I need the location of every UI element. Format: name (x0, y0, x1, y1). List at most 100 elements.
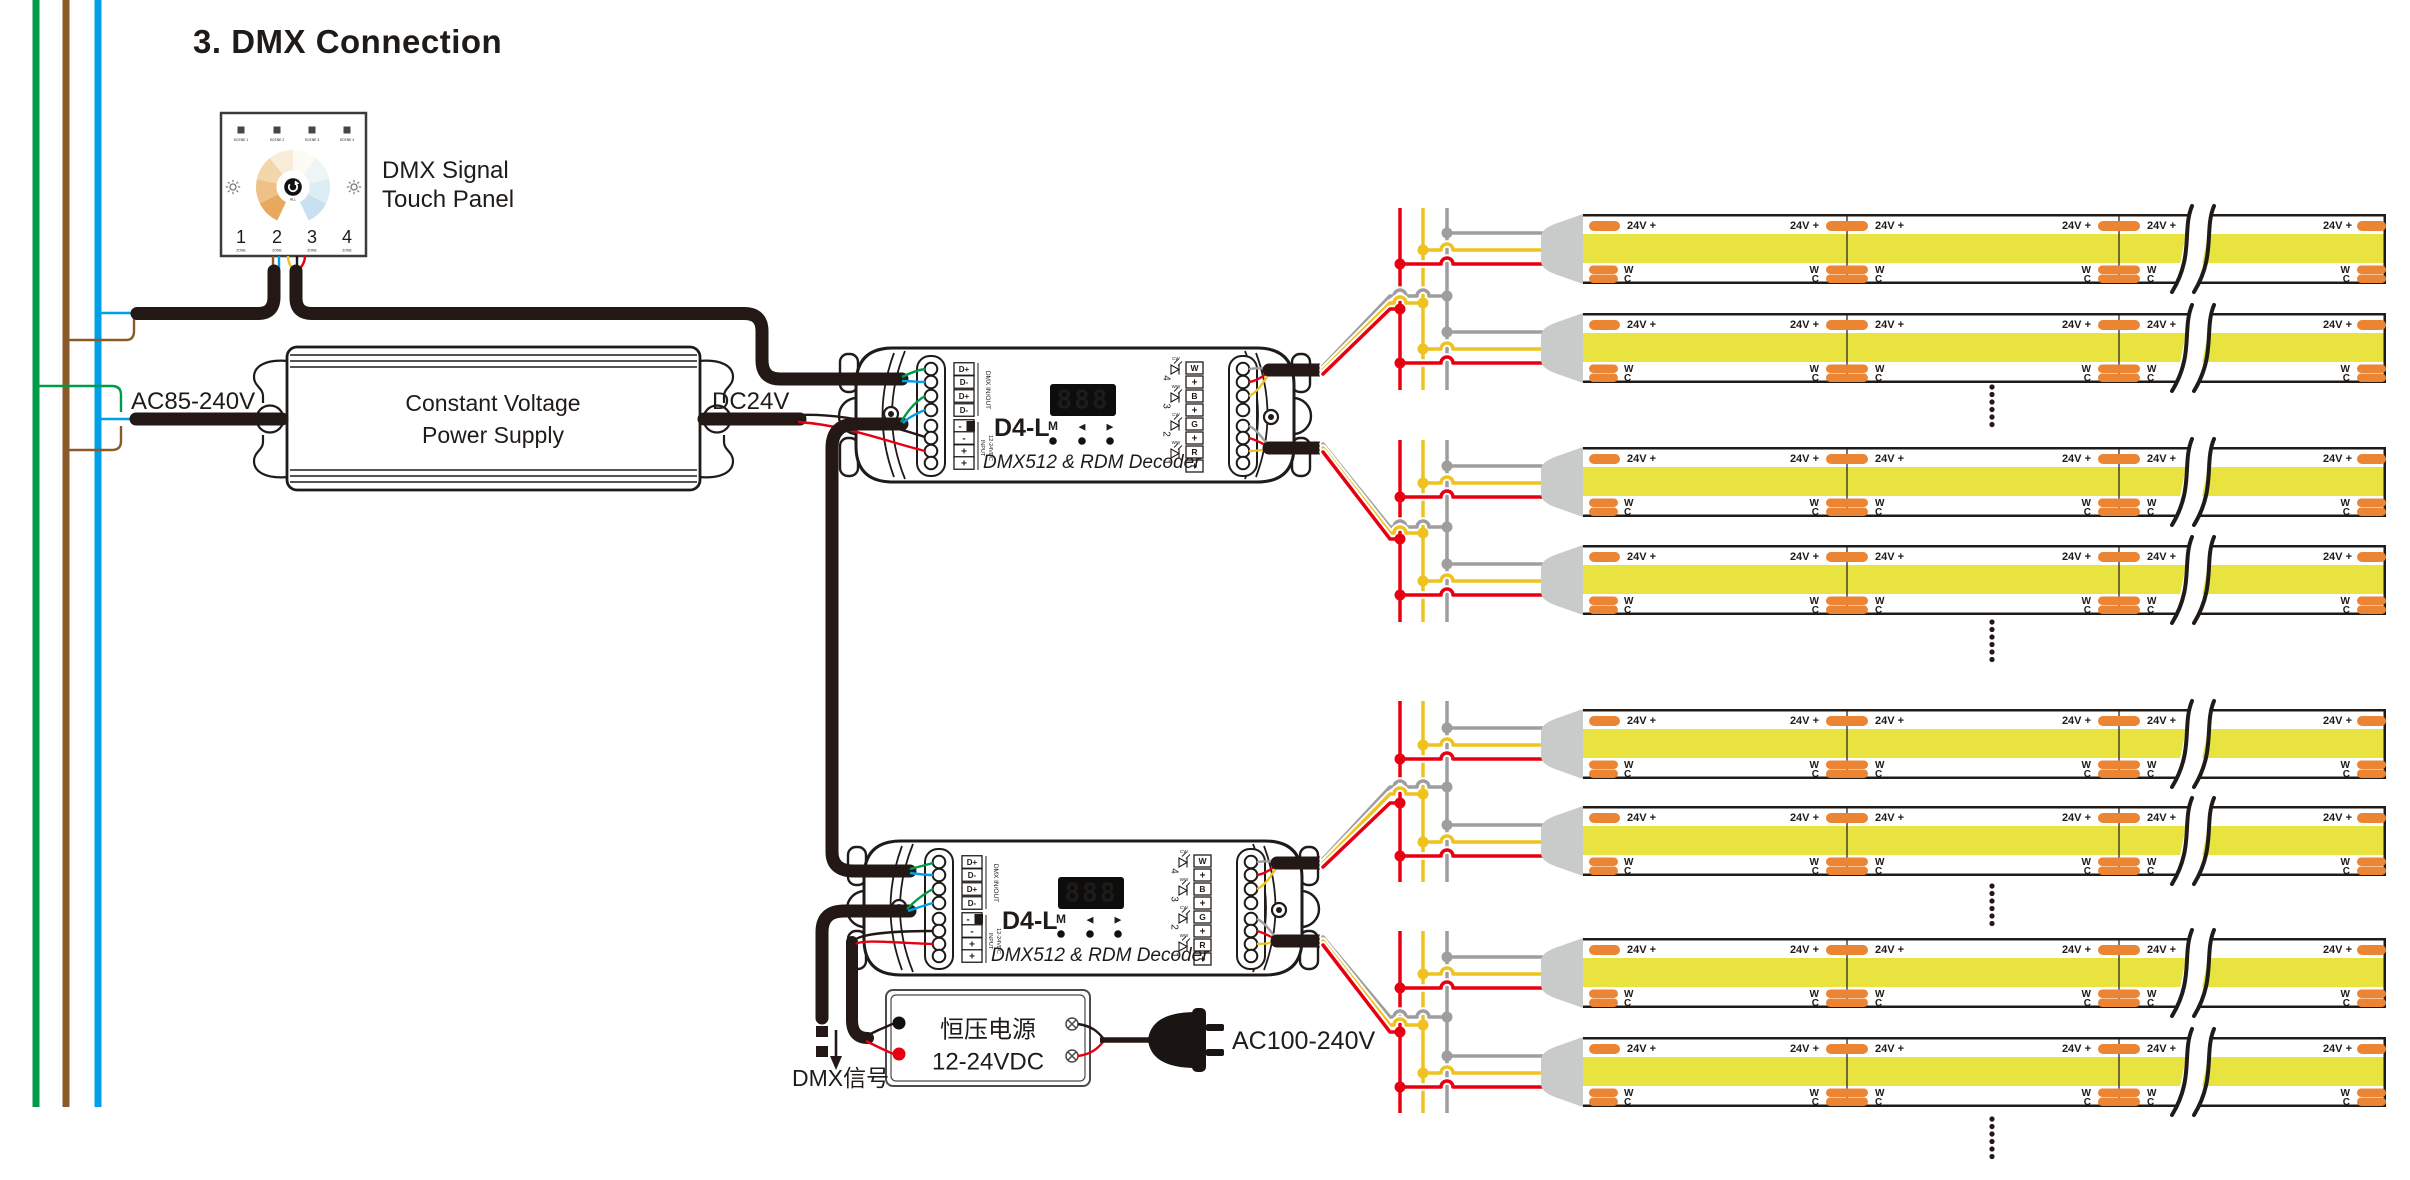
solder-pad (2357, 989, 2386, 998)
dmx-out-cable (815, 904, 917, 1025)
svg-text:24V +: 24V + (2062, 1043, 2091, 1055)
solder-pad (1826, 454, 1868, 464)
solder-pad (1589, 769, 1618, 778)
junction-dot (1417, 968, 1429, 980)
svg-text:C: C (2147, 373, 2154, 384)
svg-text:24V +: 24V + (1627, 319, 1656, 331)
svg-text:C: C (1812, 507, 1819, 518)
junction-dot (1441, 227, 1453, 239)
junction-dot (1417, 477, 1429, 489)
page-title: 3. DMX Connection (193, 23, 502, 60)
psu-mount-brackets (252, 359, 735, 479)
psu2-minus-terminal (892, 1016, 906, 1030)
junction-dot (1441, 558, 1453, 570)
svg-text:24V +: 24V + (1627, 944, 1656, 956)
svg-text:W: W (2341, 857, 2351, 868)
cob-led-band (1583, 234, 2386, 263)
dc-plus-wire (797, 420, 926, 453)
solder-pad (2357, 552, 2386, 562)
solder-pad (1826, 989, 1868, 998)
svg-text:C: C (1875, 373, 1882, 384)
junction-dot (1441, 1050, 1453, 1062)
svg-text:W: W (1624, 596, 1634, 607)
solder-pad (2357, 769, 2386, 778)
strip-break (2174, 929, 2214, 1017)
junction-dot (1394, 753, 1406, 765)
svg-text:24V +: 24V + (1875, 220, 1904, 232)
solder-pad (1826, 945, 1868, 955)
svg-text:C: C (1812, 373, 1819, 384)
svg-text:C: C (1624, 998, 1631, 1009)
junction-dot (1417, 1019, 1429, 1031)
svg-text:24V +: 24V + (2147, 812, 2176, 824)
solder-pad (1826, 866, 1868, 875)
svg-text:W: W (2147, 364, 2157, 375)
strip-break (2174, 304, 2214, 392)
ac-input-label: AC85-240V (131, 388, 255, 415)
svg-text:C: C (1875, 866, 1882, 877)
solder-pad (1589, 760, 1618, 769)
strip-connector (1541, 806, 1583, 876)
strip-wiring-layer (1248, 208, 1546, 1113)
junction-dot (1441, 521, 1453, 533)
svg-text:W: W (1875, 265, 1885, 276)
svg-text:ZONE: ZONE (342, 249, 352, 253)
solder-pad (1589, 498, 1618, 507)
svg-text:C: C (2147, 1097, 2154, 1108)
mains-bus-lines (32, 0, 102, 1107)
solder-pad (2098, 813, 2140, 823)
solder-pad (1826, 716, 1868, 726)
junction-dot (1394, 797, 1406, 809)
solder-pad (2357, 866, 2386, 875)
dc-output-label: DC24V (712, 388, 789, 415)
svg-text:24V +: 24V + (1627, 453, 1656, 465)
svg-text:W: W (2341, 596, 2351, 607)
solder-pad (2357, 507, 2386, 516)
junction-dot (1417, 739, 1429, 751)
solder-pad (2098, 596, 2140, 605)
junction-dot (1394, 533, 1406, 545)
cob-led-band (1583, 729, 2386, 758)
solder-pad (2098, 265, 2140, 274)
cob-led-band (1583, 467, 2386, 496)
svg-text:C: C (2343, 605, 2350, 616)
solder-pad (1826, 320, 1868, 330)
svg-text:W: W (2147, 760, 2157, 771)
solder-pad (1589, 1044, 1620, 1054)
svg-text:W: W (2147, 596, 2157, 607)
strip-connector (1541, 545, 1583, 615)
solder-pad (1589, 265, 1618, 274)
svg-text:24V +: 24V + (1627, 812, 1656, 824)
svg-text:24V +: 24V + (2147, 944, 2176, 956)
svg-text:24V +: 24V + (2323, 319, 2352, 331)
solder-pad (2098, 454, 2140, 464)
svg-text:24V +: 24V + (2062, 944, 2091, 956)
svg-text:24V +: 24V + (1627, 715, 1656, 727)
svg-text:W: W (2341, 364, 2351, 375)
solder-pad (1589, 364, 1618, 373)
svg-text:SCENE 4: SCENE 4 (340, 138, 355, 142)
dmx-continuation-arrow (830, 1030, 842, 1070)
svg-text:W: W (1624, 1088, 1634, 1099)
junction-dot (1394, 1026, 1406, 1038)
svg-text:W: W (1875, 1088, 1885, 1099)
svg-text:24V +: 24V + (1627, 220, 1656, 232)
solder-pad (1589, 1097, 1618, 1106)
solder-pad (1589, 813, 1620, 823)
svg-text:C: C (1812, 1097, 1819, 1108)
solder-pad (2098, 998, 2140, 1007)
panel-dmx-cable (289, 264, 909, 386)
solder-pad (1589, 274, 1618, 283)
svg-text:C: C (2343, 998, 2350, 1009)
svg-text:C: C (2084, 1097, 2091, 1108)
svg-text:C: C (1624, 507, 1631, 518)
solder-pad (1826, 857, 1868, 866)
svg-text:C: C (1624, 605, 1631, 616)
svg-text:24V +: 24V + (1790, 220, 1819, 232)
solder-pad (1826, 221, 1868, 231)
